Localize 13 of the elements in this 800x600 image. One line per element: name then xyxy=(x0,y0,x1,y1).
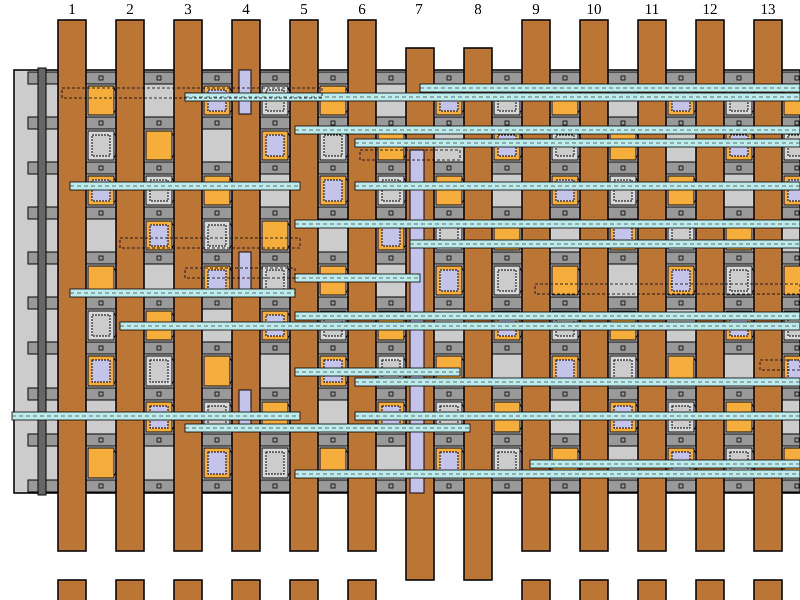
column-number: 12 xyxy=(702,2,718,18)
column-number: 5 xyxy=(300,2,308,18)
column-number: 9 xyxy=(532,2,540,18)
column-number: 6 xyxy=(358,2,366,18)
column-number: 13 xyxy=(760,2,776,18)
column-number: 10 xyxy=(586,2,602,18)
column-number: 3 xyxy=(184,2,192,18)
column-number: 8 xyxy=(474,2,482,18)
column-number: 1 xyxy=(68,2,76,18)
column-number: 7 xyxy=(415,2,423,18)
column-number: 4 xyxy=(242,2,250,18)
column-number: 11 xyxy=(644,2,660,18)
column-number: 2 xyxy=(126,2,134,18)
